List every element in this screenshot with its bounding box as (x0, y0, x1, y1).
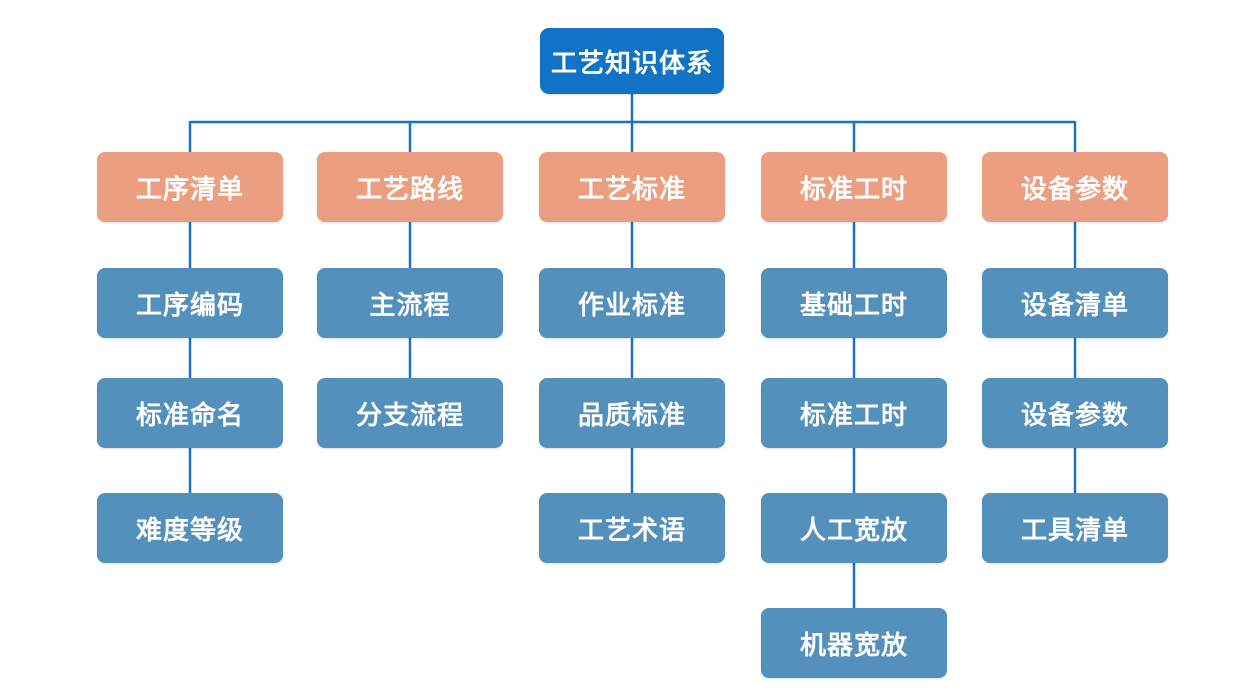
leaf-operation-standard: 作业标准 (539, 268, 725, 338)
leaf-branch-flow-label: 分支流程 (355, 399, 464, 430)
branch-standard-hours-label: 标准工时 (799, 173, 908, 204)
leaf-basic-hours: 基础工时 (761, 268, 947, 338)
branch-process-list: 工序清单 (97, 152, 283, 222)
leaf-manual-allowance: 人工宽放 (761, 493, 947, 563)
leaf-process-terms: 工艺术语 (539, 493, 725, 563)
leaf-machine-allowance-label: 机器宽放 (799, 629, 908, 660)
leaf-tool-list: 工具清单 (982, 493, 1168, 563)
leaf-main-flow-label: 主流程 (369, 289, 451, 320)
leaf-difficulty-level: 难度等级 (97, 493, 283, 563)
leaf-process-code: 工序编码 (97, 268, 283, 338)
leaf-equipment-list: 设备清单 (982, 268, 1168, 338)
leaf-operation-standard-label: 作业标准 (577, 289, 686, 320)
leaf-main-flow: 主流程 (317, 268, 503, 338)
branch-equipment-params: 设备参数 (982, 152, 1168, 222)
branch-process-route-label: 工艺路线 (355, 173, 464, 204)
leaf-process-code-label: 工序编码 (135, 289, 244, 320)
leaf-standard-hours: 标准工时 (761, 378, 947, 448)
leaf-machine-allowance: 机器宽放 (761, 608, 947, 678)
leaf-equipment-params: 设备参数 (982, 378, 1168, 448)
leaf-equipment-params-label: 设备参数 (1020, 399, 1129, 430)
branch-process-list-label: 工序清单 (135, 173, 244, 204)
leaf-branch-flow: 分支流程 (317, 378, 503, 448)
leaf-tool-list-label: 工具清单 (1020, 514, 1129, 545)
leaf-basic-hours-label: 基础工时 (799, 289, 908, 320)
leaf-manual-allowance-label: 人工宽放 (799, 514, 908, 545)
node-root: 工艺知识体系 (540, 28, 724, 94)
branch-standard-hours: 标准工时 (761, 152, 947, 222)
leaf-process-terms-label: 工艺术语 (577, 514, 686, 545)
branch-process-standard: 工艺标准 (539, 152, 725, 222)
branch-equipment-params-label: 设备参数 (1020, 173, 1129, 204)
leaf-difficulty-level-label: 难度等级 (135, 514, 244, 545)
leaf-standard-naming-label: 标准命名 (135, 399, 244, 430)
branch-process-route: 工艺路线 (317, 152, 503, 222)
leaf-standard-hours-label: 标准工时 (799, 399, 908, 430)
leaf-quality-standard-label: 品质标准 (577, 399, 686, 430)
leaf-standard-naming: 标准命名 (97, 378, 283, 448)
branch-process-standard-label: 工艺标准 (577, 173, 686, 204)
leaf-equipment-list-label: 设备清单 (1020, 289, 1129, 320)
node-root-label: 工艺知识体系 (550, 47, 713, 78)
leaf-quality-standard: 品质标准 (539, 378, 725, 448)
